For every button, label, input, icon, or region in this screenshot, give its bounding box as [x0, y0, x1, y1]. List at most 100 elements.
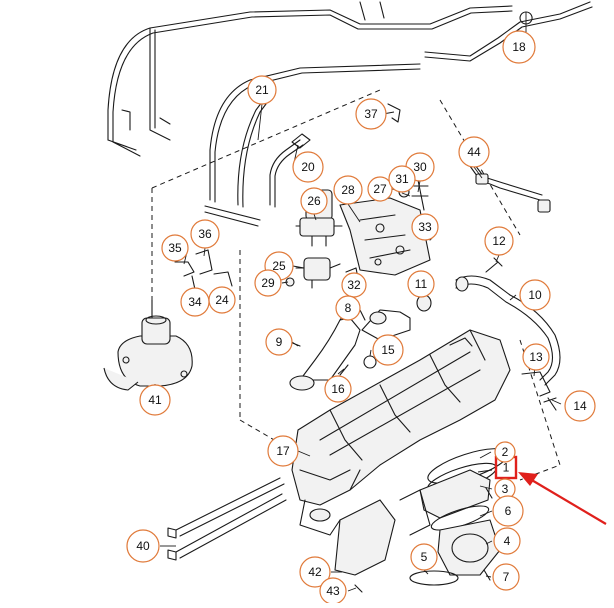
callout-circle: [493, 527, 521, 555]
highlight-marker: [494, 455, 607, 525]
callout-circle: [372, 334, 404, 366]
temp-sender: [521, 371, 557, 411]
callout-number: 14: [573, 399, 587, 413]
callout-circle: [484, 226, 514, 256]
callout-number: 12: [492, 234, 506, 248]
callout-circle: [355, 98, 387, 130]
callout-43: 43: [319, 577, 347, 605]
callout-37: 37: [355, 98, 387, 130]
callout-circle: [458, 136, 490, 168]
callout-number: 35: [168, 241, 182, 255]
callout-20: 20: [292, 151, 324, 183]
vacuum-pump: [103, 299, 193, 391]
part-clip: [387, 103, 401, 123]
callout-41: 41: [139, 384, 171, 416]
callout-27: 27: [367, 176, 393, 202]
callout-number: 42: [308, 565, 322, 579]
callout-36: 36: [190, 219, 220, 249]
callout-circle: [522, 343, 550, 371]
callout-number: 2: [502, 445, 509, 459]
callout-circle: [139, 384, 171, 416]
bolt: [485, 257, 503, 273]
callout-number: 34: [188, 295, 202, 309]
callout-circle: [502, 30, 536, 64]
callout-11: 11: [407, 270, 435, 298]
callout-circle: [410, 543, 438, 571]
callout-number: 1: [503, 461, 510, 475]
callout-circle: [265, 328, 293, 356]
callout-number: 27: [373, 182, 387, 196]
callout-number: 10: [528, 288, 542, 302]
callout-17: 17: [267, 435, 299, 467]
callout-circle: [247, 75, 277, 105]
callout-42: 42: [299, 556, 331, 588]
callout-number: 15: [381, 343, 395, 357]
callout-number: 8: [345, 301, 352, 315]
callout-24: 24: [208, 286, 236, 314]
callout-14: 14: [564, 390, 596, 422]
callout-26: 26: [300, 187, 328, 215]
callout-number: 20: [301, 160, 315, 174]
callout-number: 28: [341, 183, 355, 197]
coolant-hose: [455, 275, 561, 386]
support-bracket: [334, 489, 431, 593]
callout-circle: [411, 213, 439, 241]
throttle-body-stack: [409, 448, 509, 586]
upper-vacuum-lines: [107, 1, 593, 157]
callout-number: 6: [505, 504, 512, 518]
callout-number: 36: [198, 227, 212, 241]
callout-number: 5: [421, 550, 428, 564]
callout-number: 41: [148, 393, 162, 407]
callout-number: 25: [272, 259, 286, 273]
callout-28: 28: [333, 175, 363, 205]
callout-3: 3: [494, 478, 516, 500]
highlight-arrow-head: [518, 472, 538, 486]
callout-circle: [494, 441, 516, 463]
callout-circle: [407, 270, 435, 298]
callout-number: 26: [307, 194, 321, 208]
callout-circle: [333, 175, 363, 205]
callout-number: 9: [276, 335, 283, 349]
highlight-arrow: [529, 478, 607, 525]
callout-8: 8: [335, 295, 361, 321]
callout-circle: [292, 151, 324, 183]
tie-straps: [167, 477, 287, 561]
callout-18: 18: [502, 30, 536, 64]
callout-number: 13: [529, 350, 543, 364]
callout-number: 32: [347, 278, 361, 292]
callout-15: 15: [372, 334, 404, 366]
callout-circle: [492, 495, 524, 527]
callout-number: 29: [261, 276, 275, 290]
callout-number: 30: [413, 160, 427, 174]
coolant-pipe: [289, 307, 411, 391]
callout-circle: [564, 390, 596, 422]
callout-number: 21: [255, 83, 269, 97]
callout-9: 9: [265, 328, 293, 356]
callout-16: 16: [324, 375, 352, 403]
mounting-bracket: [339, 197, 431, 276]
callout-number: 31: [395, 172, 409, 186]
callout-circle: [208, 286, 236, 314]
callout-circle: [335, 295, 361, 321]
pressure-sensor: [285, 257, 341, 289]
callout-31: 31: [388, 165, 416, 193]
callout-circle: [324, 375, 352, 403]
callout-circle: [299, 556, 331, 588]
callout-33: 33: [411, 213, 439, 241]
callout-1: 1: [503, 461, 510, 475]
callout-29: 29: [254, 269, 282, 297]
callout-number: 40: [136, 539, 150, 553]
callout-34: 34: [180, 287, 210, 317]
callout-6: 6: [492, 495, 524, 527]
callout-circle: [161, 234, 189, 262]
callout-circle: [519, 279, 551, 311]
callout-10: 10: [519, 279, 551, 311]
callout-circle: [126, 529, 160, 563]
callout-number: 43: [326, 584, 340, 598]
callout-circle: [492, 563, 520, 591]
callout-2: 2: [494, 441, 516, 463]
callout-35: 35: [161, 234, 189, 262]
